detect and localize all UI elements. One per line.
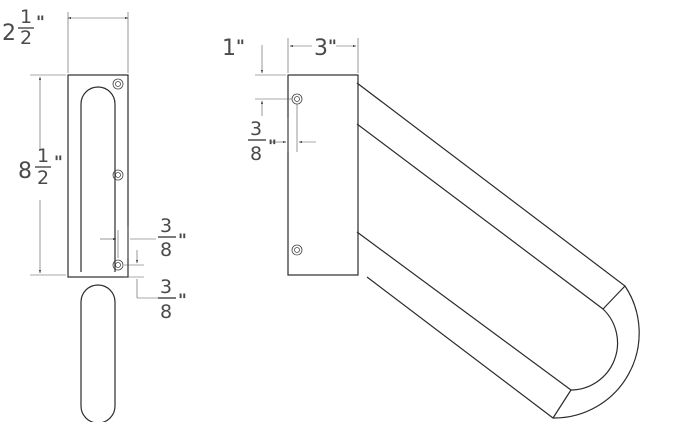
height-whole: 8 xyxy=(18,159,32,184)
front-screw-hole-middle-inner xyxy=(115,172,121,178)
width-whole: 2 xyxy=(2,21,16,46)
top-offset-value: 1 xyxy=(222,36,236,61)
height-numerator: 1 xyxy=(37,145,49,167)
plate-width-dimension: 3 " xyxy=(287,36,359,73)
hole-inset-b-dimension: 3 8 " xyxy=(124,250,187,323)
hole-inset-b-numerator: 3 xyxy=(160,276,172,298)
hole-inset-a-denominator: 8 xyxy=(160,239,172,261)
top-offset-unit: " xyxy=(236,37,245,57)
front-lower-bar xyxy=(80,284,116,422)
side-inset-unit: " xyxy=(268,137,277,157)
side-screw-hole-bottom-inner xyxy=(294,247,300,253)
top-offset-dimension: 1 " xyxy=(222,36,292,116)
hole-inset-b-denominator: 8 xyxy=(160,301,172,323)
front-view: 2 1 2 " 8 1 2 " 3 8 " xyxy=(2,6,187,422)
hole-inset-b-unit: " xyxy=(178,291,187,311)
front-screw-hole-middle xyxy=(112,169,124,181)
side-screw-hole-top xyxy=(291,93,303,105)
width-unit: " xyxy=(36,13,45,33)
side-inset-numerator: 3 xyxy=(250,118,262,140)
plate-width-value: 3 xyxy=(314,36,328,61)
side-mounting-plate xyxy=(287,74,359,276)
side-inset-dimension: 3 8 " xyxy=(248,104,316,165)
front-upper-bar xyxy=(80,86,116,272)
width-dimension: 2 1 2 " xyxy=(2,6,129,73)
front-screw-hole-top xyxy=(112,78,124,90)
height-unit: " xyxy=(54,153,63,173)
side-screw-hole-bottom xyxy=(291,244,303,256)
width-denominator: 2 xyxy=(20,27,32,49)
height-denominator: 2 xyxy=(37,167,49,189)
front-screw-hole-bottom-inner xyxy=(115,262,121,268)
front-screw-hole-top-inner xyxy=(115,81,121,87)
plate-width-unit: " xyxy=(328,37,337,57)
side-screw-hole-top-inner xyxy=(294,96,300,102)
hole-inset-a-unit: " xyxy=(178,231,187,251)
side-outer-bar xyxy=(356,82,640,419)
front-mounting-holes xyxy=(112,78,124,271)
side-inset-denominator: 8 xyxy=(250,143,262,165)
width-numerator: 1 xyxy=(20,6,32,28)
side-bar-join-lower xyxy=(552,389,572,419)
side-view: 3 " 1 " 3 8 " xyxy=(222,36,640,419)
side-inner-bar xyxy=(356,123,619,391)
hole-inset-a-dimension: 3 8 " xyxy=(100,215,187,261)
front-screw-hole-bottom xyxy=(112,259,124,271)
front-mounting-plate xyxy=(67,74,129,278)
hole-inset-a-numerator: 3 xyxy=(160,215,172,237)
side-bar-join-upper xyxy=(602,285,626,310)
height-dimension: 8 1 2 " xyxy=(18,74,66,276)
